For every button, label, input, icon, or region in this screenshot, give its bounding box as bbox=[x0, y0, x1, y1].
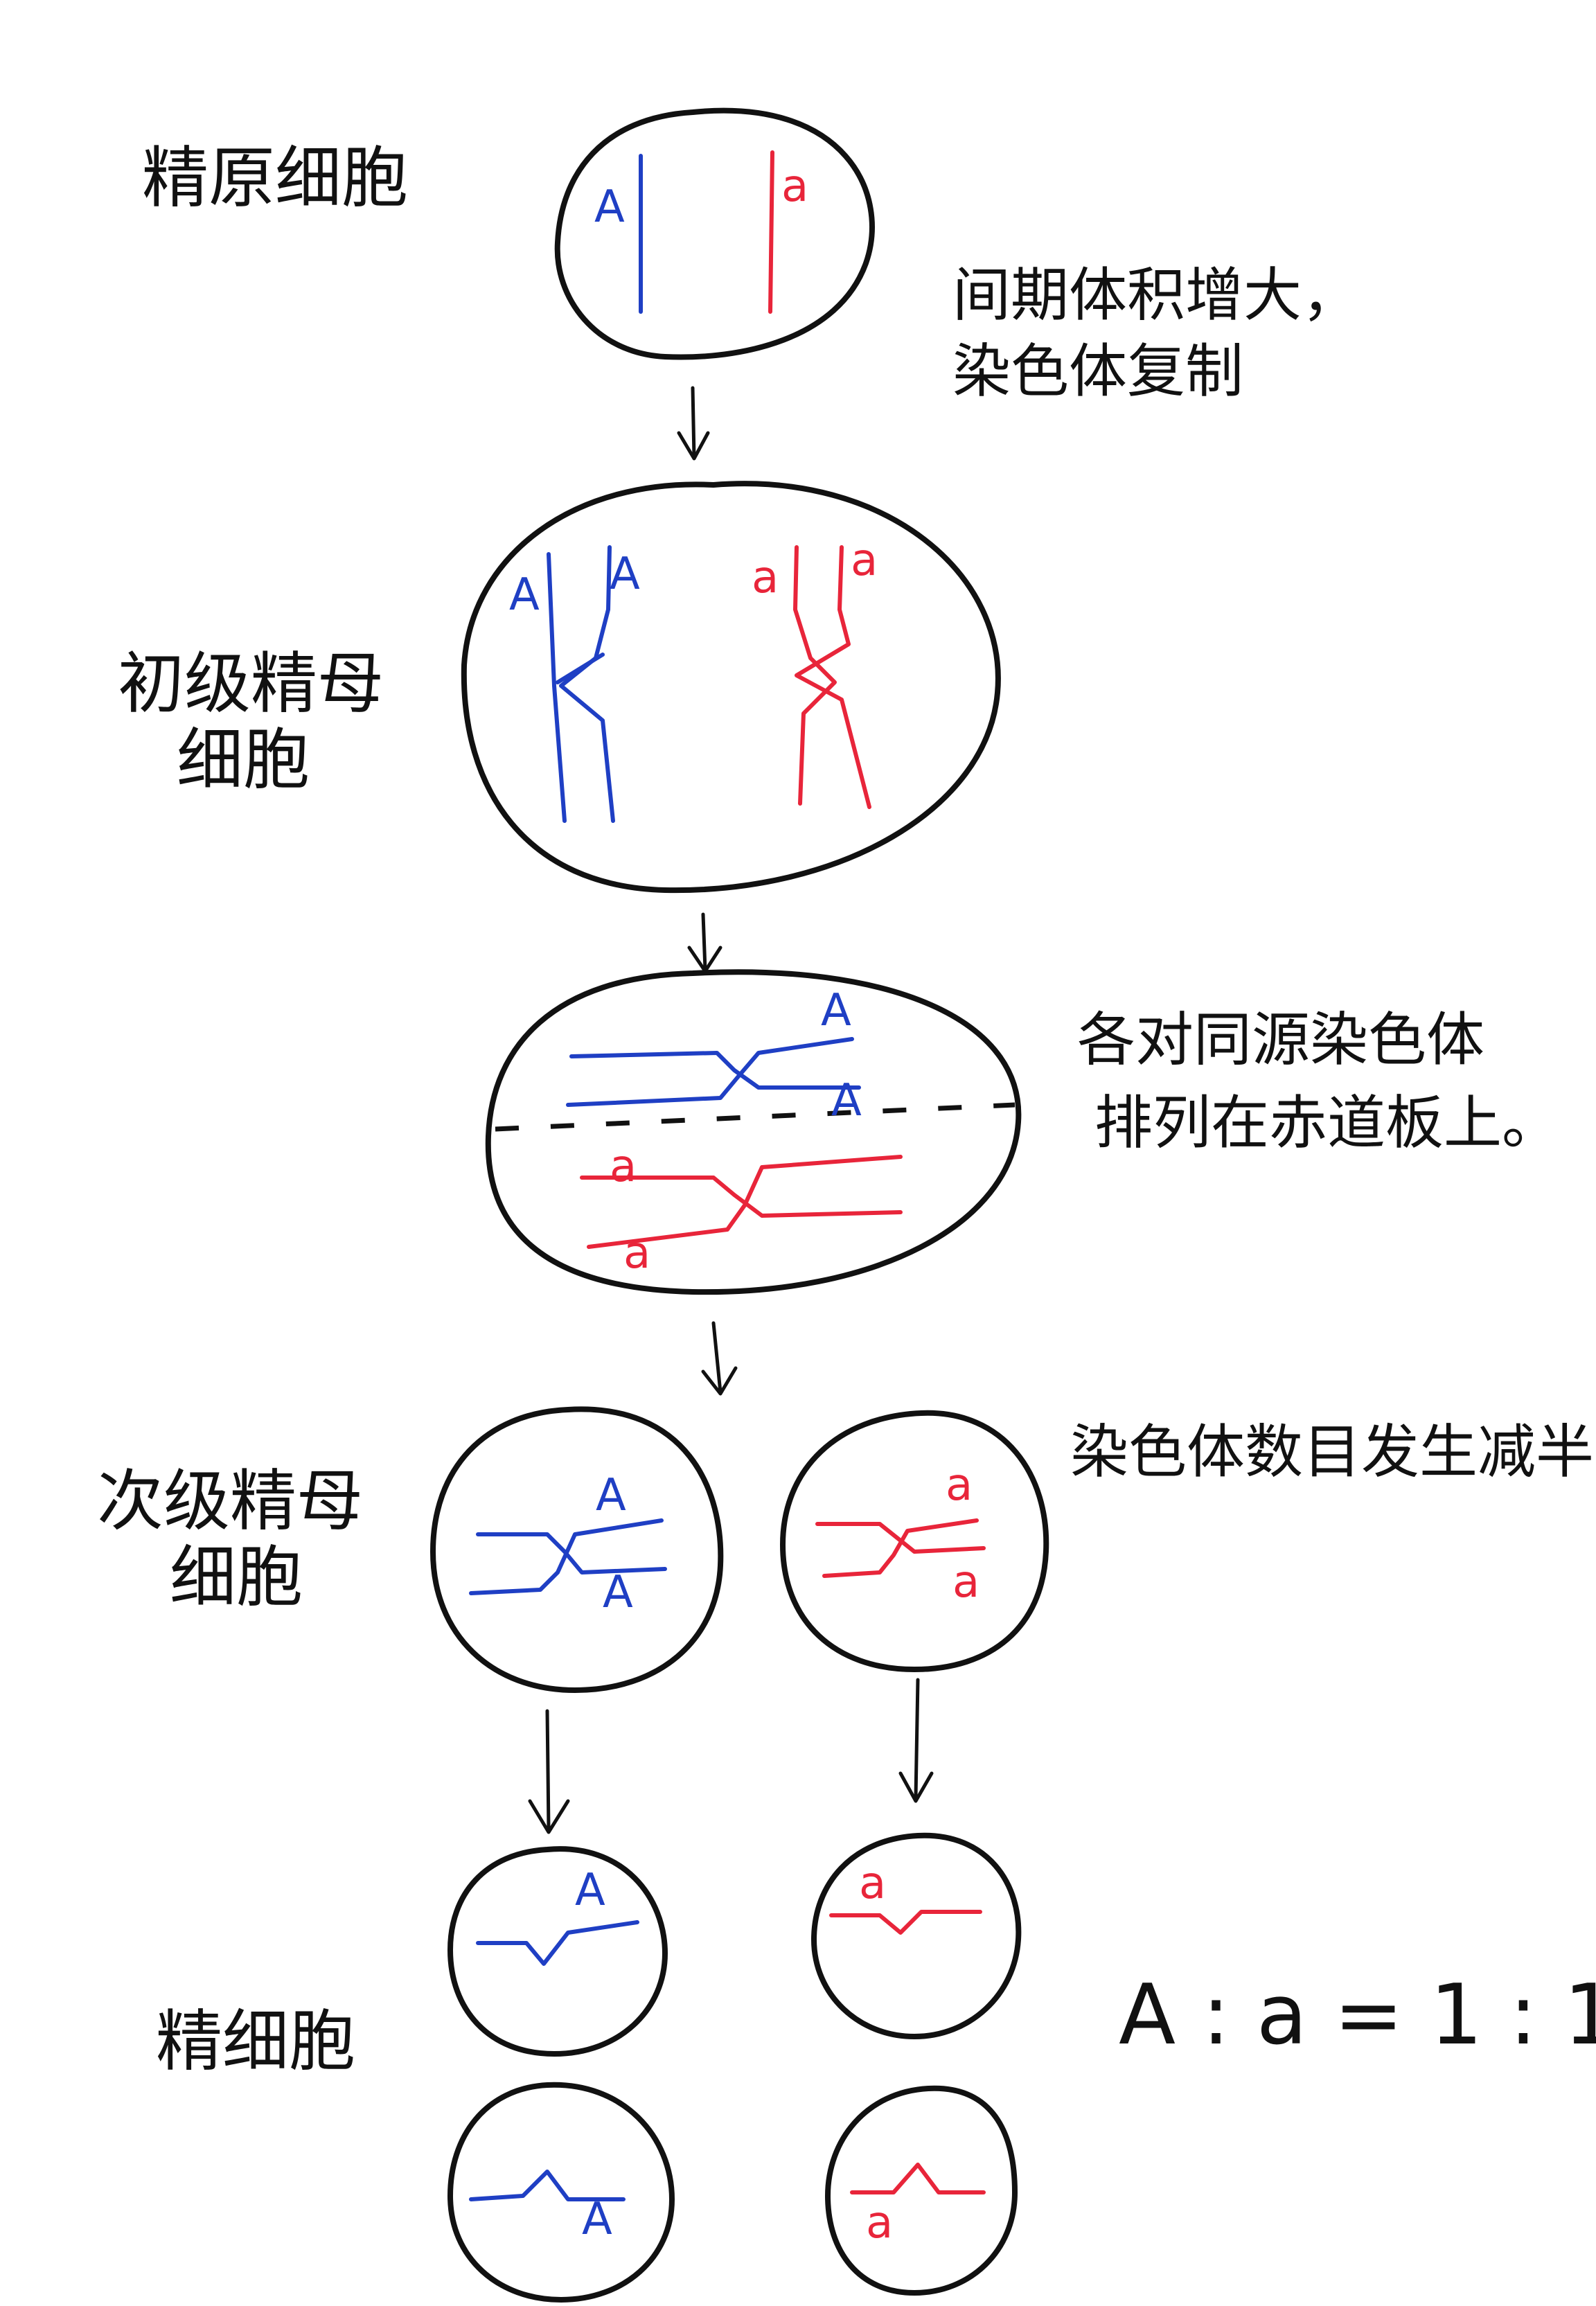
arrow-shaft bbox=[691, 386, 696, 459]
arrow-4-right bbox=[898, 1678, 934, 1803]
chromatid-A-1 bbox=[547, 552, 567, 823]
cell-secondary-a: a a bbox=[779, 1410, 1049, 1673]
spermatid-A-2: A bbox=[447, 2082, 675, 2303]
label-primary-spermatocyte: 初级精母 细胞 bbox=[118, 645, 405, 799]
cell-secondary-A: A A bbox=[429, 1406, 724, 1694]
label-primary-line1: 初级精母 bbox=[118, 645, 384, 722]
cell-outline bbox=[461, 481, 1001, 894]
chromatid-a bbox=[850, 2163, 986, 2194]
cell-outline bbox=[824, 2085, 1018, 2296]
chromatid-a-bot-2 bbox=[587, 1155, 903, 1249]
allele-label-A-1: A bbox=[596, 1470, 626, 1521]
spermatid-a-2: a bbox=[824, 2085, 1018, 2296]
chromatid-A bbox=[469, 2170, 626, 2201]
chromatid-a-1 bbox=[815, 1522, 986, 1554]
chromatid-a-2 bbox=[822, 1518, 979, 1578]
allele-label-A-1: A bbox=[821, 985, 851, 1036]
arrow-shaft bbox=[914, 1678, 920, 1800]
allele-label-a: a bbox=[866, 2197, 893, 2249]
label-spermatid-line1: 精细胞 bbox=[156, 2003, 355, 2080]
arrow-head bbox=[898, 1771, 934, 1803]
allele-label-A-2: A bbox=[603, 1567, 633, 1618]
label-spermatid: 精细胞 bbox=[156, 2003, 355, 2080]
allele-label-a-1: a bbox=[610, 1141, 637, 1192]
note-anaphase: 染色体数目发生减半 bbox=[1070, 1418, 1594, 1486]
cell-outline bbox=[429, 1406, 724, 1694]
arrow-shaft bbox=[701, 912, 707, 972]
allele-label-a: a bbox=[781, 161, 808, 212]
arrow-shaft bbox=[545, 1709, 551, 1831]
cell-metaphase: A A a a bbox=[485, 969, 1022, 1295]
note-metaphase-line2: 排列在赤道板上。 bbox=[1094, 1089, 1560, 1157]
note-interphase-line2: 染色体复制 bbox=[952, 337, 1243, 405]
chromatid-a-2 bbox=[795, 545, 871, 809]
allele-label-a-2: a bbox=[851, 535, 878, 586]
cell-primary-spermatocyte: A A a a bbox=[461, 481, 1001, 894]
label-secondary-line1: 次级精母 bbox=[97, 1462, 363, 1540]
chromatid-A-2 bbox=[469, 1518, 664, 1595]
allele-label-a-2: a bbox=[952, 1556, 979, 1608]
allele-label-a: a bbox=[859, 1858, 886, 1909]
equatorial-plate bbox=[495, 1102, 1016, 1132]
label-spermatogonium-line1: 精原细胞 bbox=[142, 139, 408, 217]
allele-label-A-2: A bbox=[610, 549, 640, 600]
allele-label-a-1: a bbox=[946, 1460, 973, 1511]
chromatid-A-2 bbox=[559, 545, 615, 823]
ratio-text: A : a = 1 : 1 bbox=[1119, 1967, 1596, 2064]
label-secondary-spermatocyte: 次级精母 细胞 bbox=[97, 1462, 384, 1616]
allele-label-A: A bbox=[594, 181, 625, 233]
chromatid-a-bot-1 bbox=[580, 1176, 903, 1218]
note-anaphase-line1: 染色体数目发生减半 bbox=[1070, 1418, 1594, 1486]
chromatid-A-top-2 bbox=[566, 1037, 854, 1107]
spermatid-A-1: A bbox=[447, 1846, 668, 2057]
arrow-1 bbox=[677, 386, 710, 461]
allele-label-A-1: A bbox=[509, 569, 540, 621]
chromosome-a bbox=[768, 150, 774, 314]
note-metaphase-line1: 各对同源染色体 bbox=[1077, 1006, 1484, 1074]
note-interphase-line1: 间期体积增大， bbox=[952, 261, 1360, 329]
arrow-head bbox=[528, 1799, 570, 1834]
arrow-head bbox=[701, 1366, 738, 1396]
chromatid-a bbox=[829, 1910, 982, 1935]
arrow-2 bbox=[687, 912, 722, 973]
note-metaphase: 各对同源染色体 排列在赤道板上。 bbox=[1077, 1006, 1560, 1157]
cell-spermatogonium: A a bbox=[554, 107, 875, 360]
label-spermatogonium: 精原细胞 bbox=[142, 139, 408, 217]
arrow-shaft bbox=[711, 1321, 722, 1394]
cell-outline bbox=[447, 1846, 668, 2057]
cell-outline bbox=[554, 107, 875, 360]
chromatid-A-1 bbox=[476, 1532, 667, 1575]
chromatid-A bbox=[476, 1920, 639, 1966]
label-secondary-line2: 细胞 bbox=[170, 1538, 303, 1616]
allele-label-A: A bbox=[575, 1865, 605, 1916]
cell-outline bbox=[485, 969, 1022, 1295]
arrow-head bbox=[677, 431, 710, 461]
label-primary-line2: 细胞 bbox=[177, 721, 310, 799]
chromatid-a-1 bbox=[793, 545, 837, 806]
crossover-A bbox=[556, 653, 605, 684]
cell-outline bbox=[447, 2082, 675, 2303]
allele-label-A: A bbox=[582, 2194, 612, 2245]
cell-outline bbox=[779, 1410, 1049, 1673]
arrow-4-left bbox=[528, 1709, 570, 1834]
allele-label-a-1: a bbox=[752, 552, 779, 603]
allele-label-A-2: A bbox=[831, 1075, 862, 1126]
cell-outline bbox=[810, 1832, 1022, 2040]
spermatid-a-1: a bbox=[810, 1832, 1022, 2040]
allele-label-a-2: a bbox=[623, 1227, 650, 1279]
note-interphase: 间期体积增大， 染色体复制 bbox=[952, 261, 1378, 405]
arrow-3 bbox=[701, 1321, 738, 1396]
chromatid-A-top-1 bbox=[569, 1051, 861, 1090]
